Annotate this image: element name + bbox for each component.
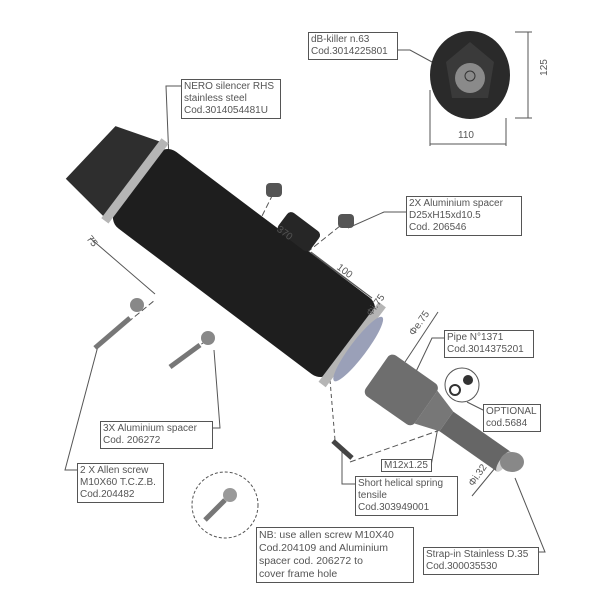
small-parts xyxy=(93,183,524,522)
silencer-body xyxy=(65,126,386,388)
dim-end-width: 110 xyxy=(458,130,474,141)
db-killer-end-view xyxy=(430,31,510,119)
dim-end-height: 125 xyxy=(538,59,550,76)
label-thread: M12x1.25 xyxy=(381,459,432,472)
link-pipe xyxy=(364,354,512,472)
